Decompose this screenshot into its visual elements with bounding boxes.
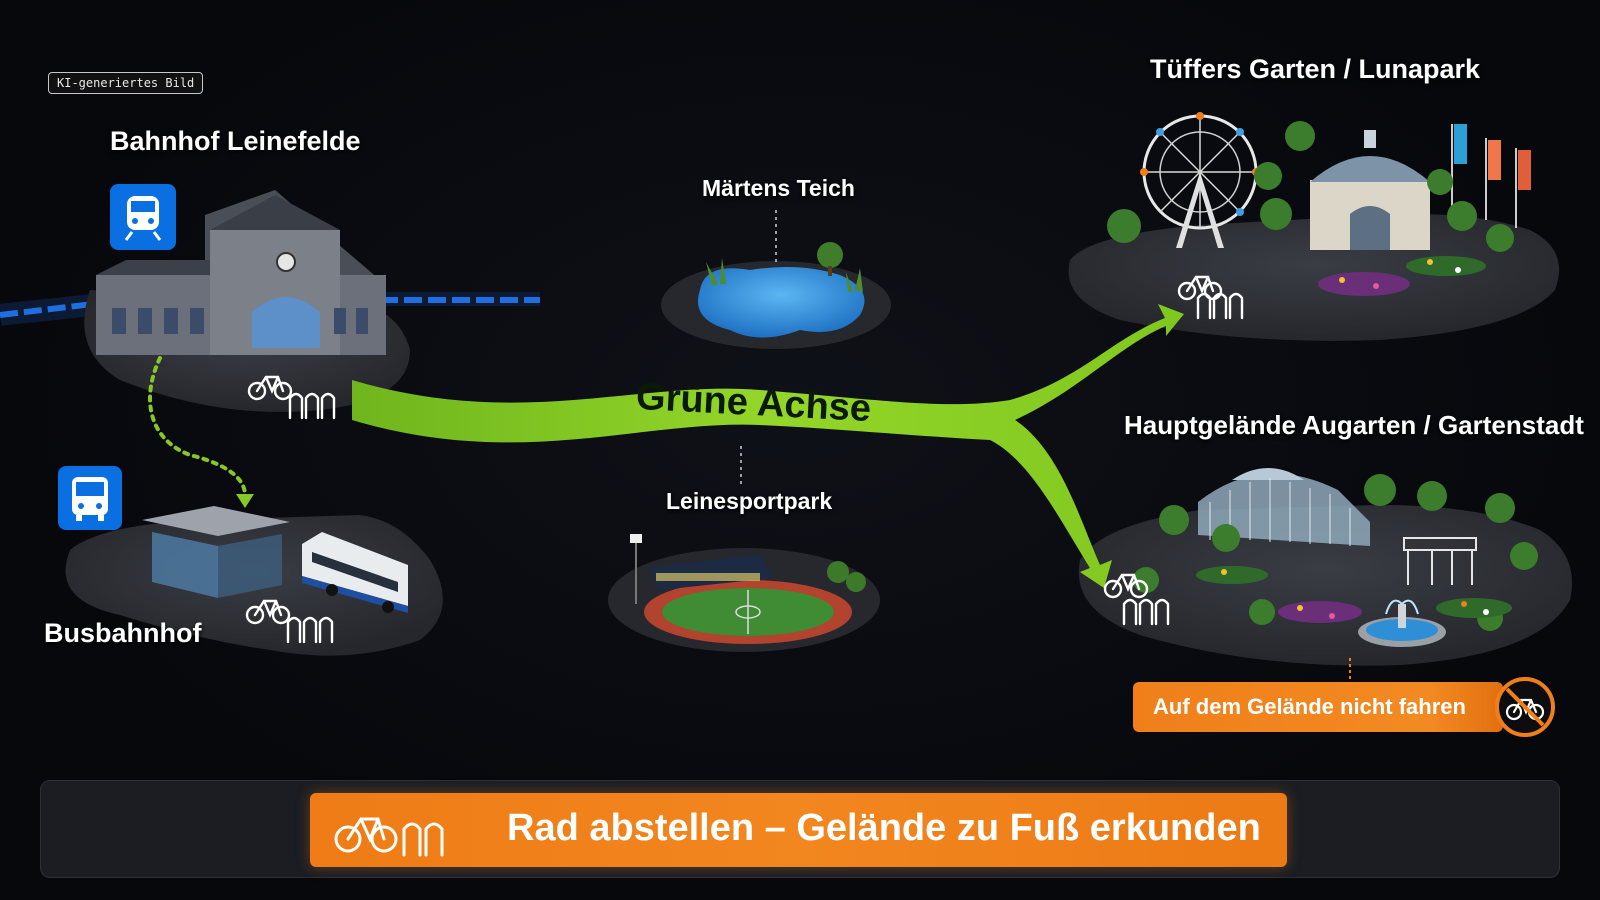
tueffers-island [1068,214,1560,341]
bike-parking-icon [247,375,336,420]
cta-text: Rad abstellen – Gelände zu Fuß erkunden [507,807,1261,849]
sports-field [630,534,866,644]
transfer-arrowhead [236,494,254,508]
station-building [96,190,386,355]
warning-text: Auf dem Gelände nicht fahren [1153,694,1466,719]
label-busbahnhof: Busbahnhof [44,618,202,648]
label-maertens-teich: Märtens Teich [702,175,855,201]
warning-banner: Auf dem Gelände nicht fahren [1133,682,1503,732]
flowerbeds-augarten [1196,566,1512,623]
bike-parking-icon [1103,573,1170,626]
label-bahnhof-leinefelde: Bahnhof Leinefelde [110,126,361,156]
bus-icon [58,466,122,530]
label-tueffers-garten: Tüffers Garten / Lunapark [1150,54,1481,84]
augarten-island [1078,505,1572,666]
rail-track [0,292,540,326]
bike-parking-icon [1177,275,1244,320]
fountain [1358,599,1446,647]
bus-station [142,506,290,598]
pavilion [1310,130,1430,250]
trees-tueffers [1107,121,1514,252]
bus-vehicle [302,532,408,613]
flags [1451,124,1531,228]
ai-generated-badge: KI-generiertes Bild [48,72,204,94]
label-augarten: Hauptgelände Augarten / Gartenstadt [1124,410,1584,440]
bike-parking-icon [245,599,334,644]
greenhouse [1198,468,1370,546]
bike-parking-icon [334,817,444,857]
cta-banner: Rad abstellen – Gelände zu Fuß erkunden [310,793,1287,867]
train-icon [110,184,176,250]
pond [698,242,865,338]
gruene-achse-route [352,304,1184,588]
pergola [1403,537,1477,585]
no-bike-icon [1495,677,1555,737]
flowerbeds-tueffers [1318,256,1486,296]
transfer-path [148,356,247,497]
label-leinesportpark: Leinesportpark [666,488,833,514]
